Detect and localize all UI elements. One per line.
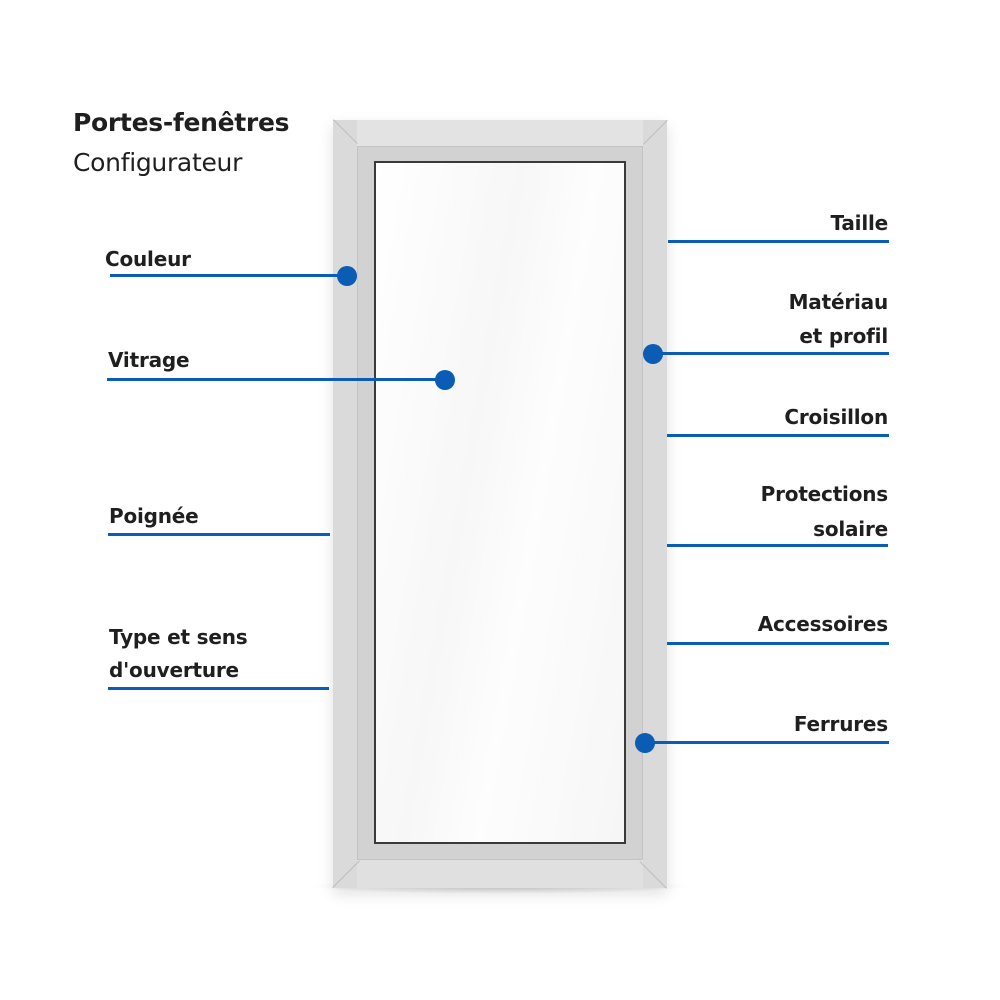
- callout-label[interactable]: solaire: [813, 517, 888, 541]
- page-title: Portes-fenêtres: [73, 108, 290, 137]
- callout-dot[interactable]: [635, 733, 655, 753]
- callout-line: [110, 274, 347, 277]
- callout-line: [668, 240, 889, 243]
- callout-line: [667, 544, 888, 547]
- callout-line: [667, 434, 889, 437]
- callout-dot[interactable]: [643, 344, 663, 364]
- callout-label[interactable]: Ferrures: [793, 712, 888, 736]
- callout-line: [667, 642, 889, 645]
- callout-label[interactable]: Accessoires: [757, 612, 888, 636]
- callout-label[interactable]: Vitrage: [108, 348, 190, 372]
- frame-top-rail: [333, 120, 667, 146]
- frame-bottom-rail: [333, 860, 667, 888]
- callout-line: [645, 741, 889, 744]
- callout-line: [108, 533, 330, 536]
- callout-label[interactable]: Croisillon: [784, 405, 888, 429]
- page-subtitle: Configurateur: [73, 148, 243, 177]
- callout-label[interactable]: Poignée: [109, 504, 199, 528]
- frame-left-stile: [333, 120, 357, 888]
- callout-label[interactable]: d'ouverture: [109, 658, 239, 682]
- callout-label[interactable]: Type et sens: [109, 625, 248, 649]
- callout-line: [108, 687, 329, 690]
- callout-label[interactable]: Couleur: [105, 247, 191, 271]
- callout-label[interactable]: et profil: [799, 324, 888, 348]
- callout-label[interactable]: Protections: [760, 482, 889, 506]
- callout-line: [652, 352, 889, 355]
- callout-label[interactable]: Taille: [830, 211, 889, 235]
- callout-label[interactable]: Matériau: [788, 290, 889, 314]
- frame-right-stile: [643, 120, 667, 888]
- callout-dot[interactable]: [435, 370, 455, 390]
- callout-dot[interactable]: [337, 266, 357, 286]
- door-glass[interactable]: [374, 161, 626, 844]
- callout-line: [107, 378, 444, 381]
